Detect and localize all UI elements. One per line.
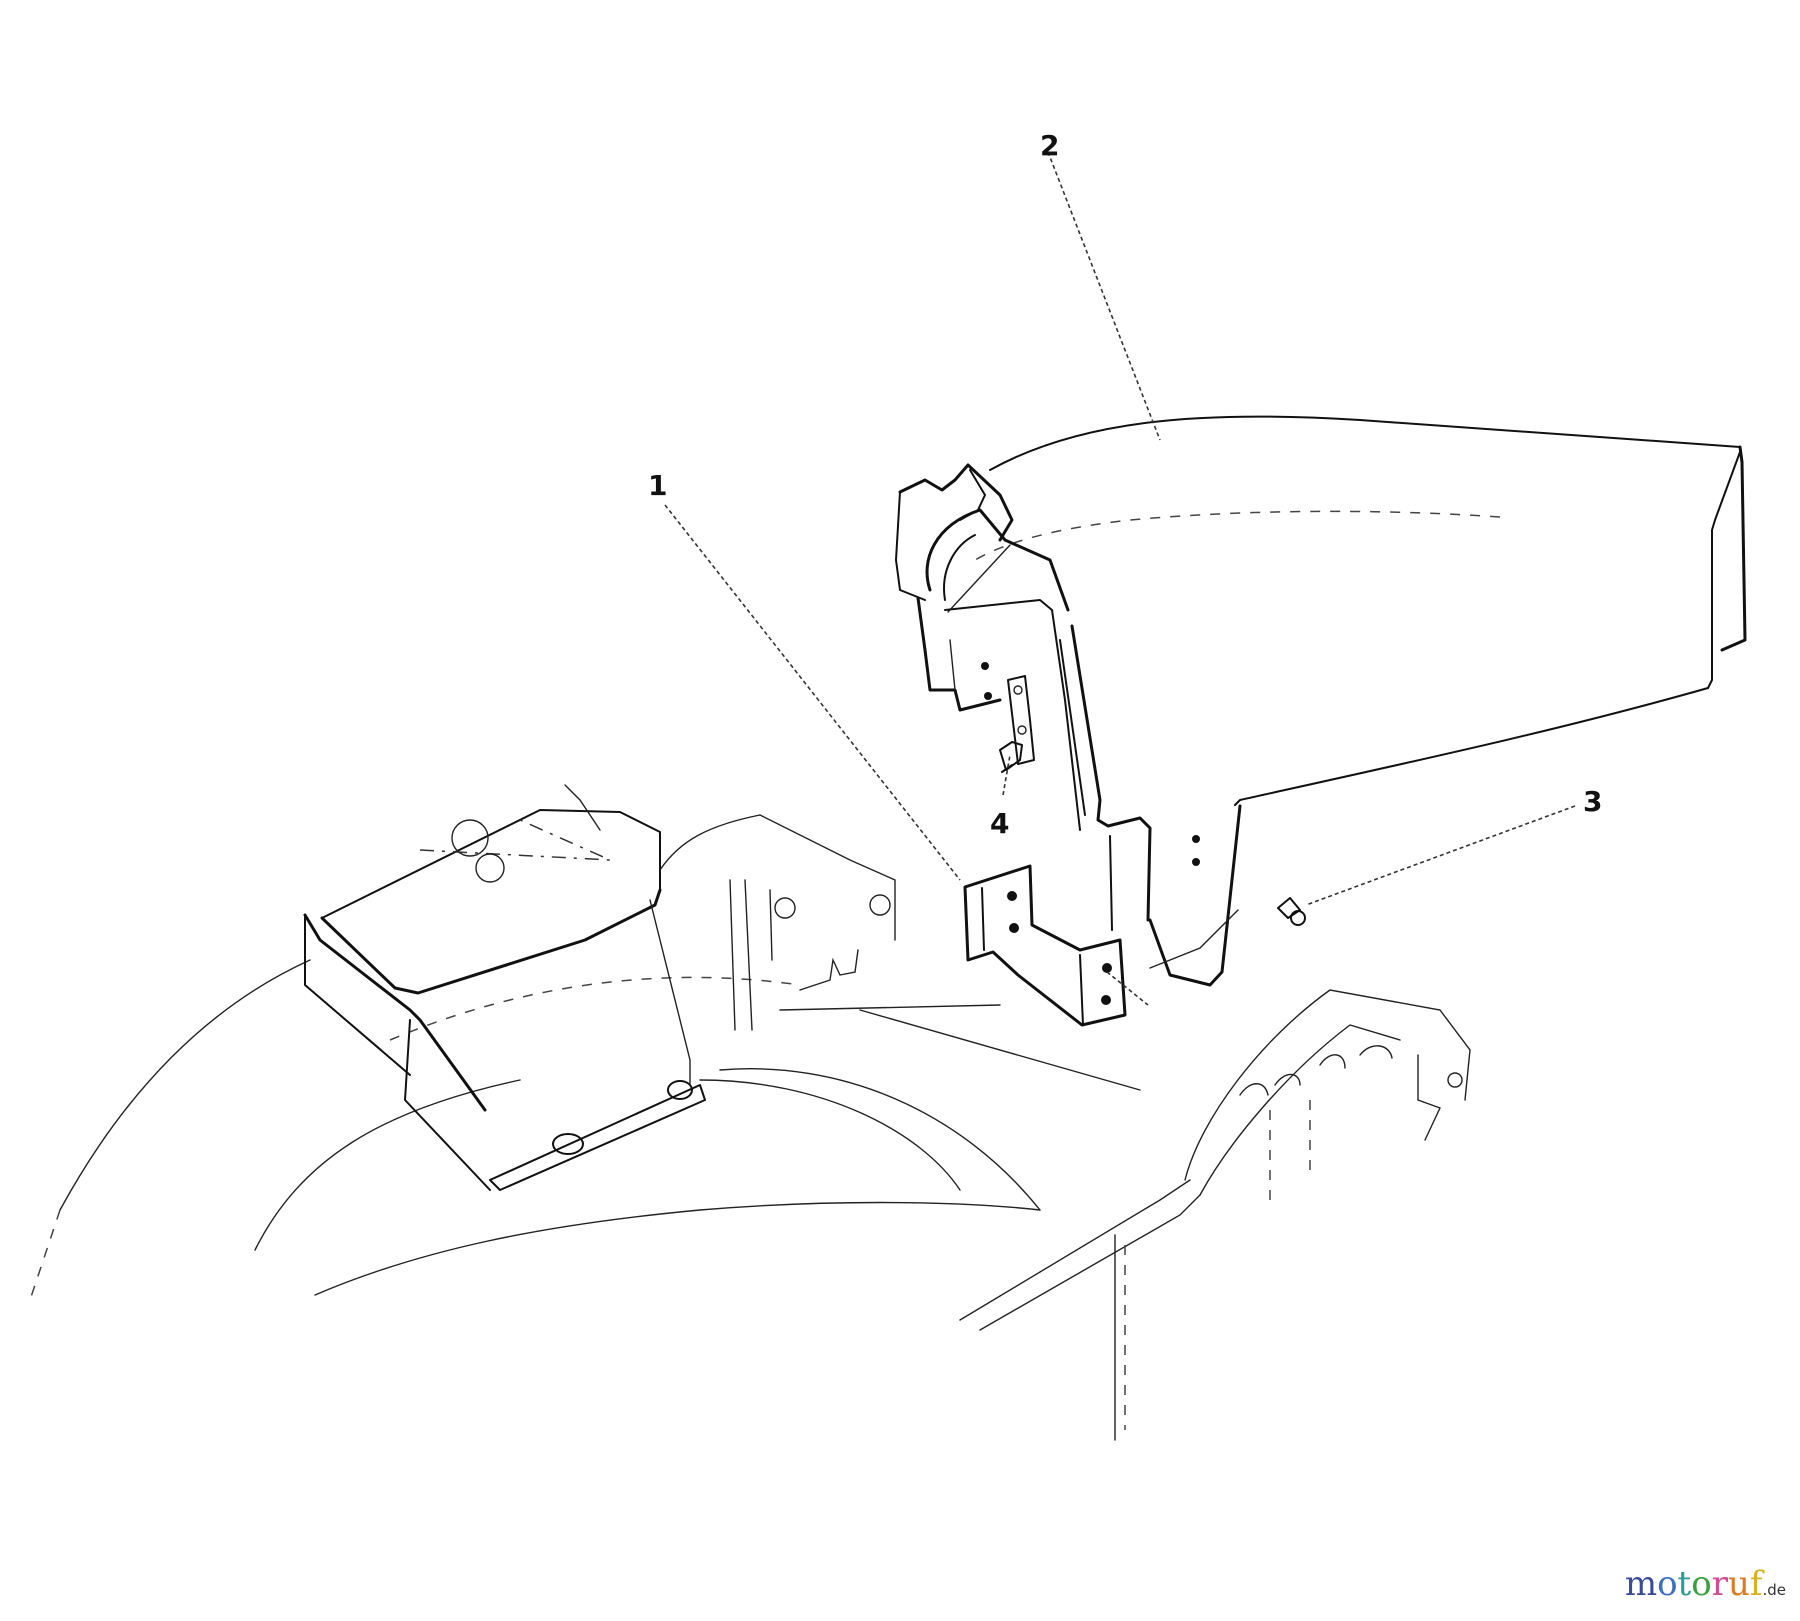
wm-letter: o xyxy=(1691,1564,1712,1604)
leader-3 xyxy=(1305,805,1576,906)
callout-2: 2 xyxy=(1040,129,1060,162)
wm-letter: r xyxy=(1711,1564,1728,1604)
callout-1: 1 xyxy=(648,469,668,502)
wm-tld: .de xyxy=(1762,1581,1786,1599)
wm-letter: m xyxy=(1624,1564,1658,1604)
leader-lines xyxy=(664,151,1576,906)
wm-letter: f xyxy=(1749,1564,1763,1604)
leader-1 xyxy=(664,504,961,881)
wm-letter: o xyxy=(1657,1564,1678,1604)
callout-4: 4 xyxy=(990,807,1010,840)
bolt-part xyxy=(1277,897,1306,926)
leader-2 xyxy=(1047,151,1161,441)
wm-letter: t xyxy=(1677,1564,1692,1604)
watermark-logo: motoruf.de xyxy=(1625,1564,1786,1604)
callout-3: 3 xyxy=(1583,785,1603,818)
mower-deck xyxy=(29,784,1471,1441)
wm-letter: u xyxy=(1727,1564,1750,1604)
mounting-bracket xyxy=(963,864,1149,1027)
discharge-chute xyxy=(895,415,1747,987)
clip-part xyxy=(999,741,1023,773)
